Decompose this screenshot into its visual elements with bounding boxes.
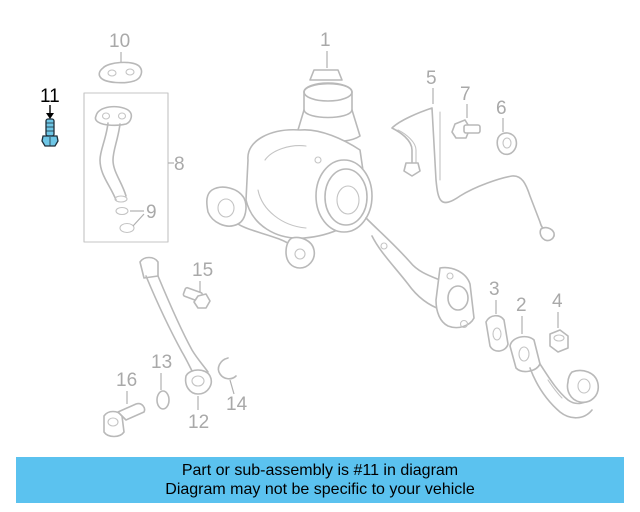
part-10-gasket[interactable] bbox=[98, 61, 143, 84]
leader-14 bbox=[229, 379, 235, 395]
part-2-outlet-elbow[interactable] bbox=[509, 335, 600, 419]
callout-1[interactable]: 1 bbox=[320, 30, 331, 51]
part-16-union-bolt[interactable] bbox=[103, 402, 146, 438]
part-14-snap-ring[interactable] bbox=[217, 357, 237, 380]
part-13-o-ring[interactable] bbox=[156, 390, 170, 410]
callout-12[interactable]: 12 bbox=[188, 412, 209, 433]
part-5-oil-feed-pipe[interactable] bbox=[391, 107, 555, 242]
part-8-oil-line-group[interactable] bbox=[83, 92, 174, 243]
callout-15[interactable]: 15 bbox=[192, 260, 213, 281]
callout-3[interactable]: 3 bbox=[489, 279, 500, 300]
banner-line-part: Part or sub-assembly is #11 in diagram bbox=[181, 462, 459, 479]
part-6-seal-washer[interactable] bbox=[496, 132, 518, 156]
parts-diagram: 10 8 9 11 bbox=[40, 30, 600, 438]
banner-line-disclaimer: Diagram may not be specific to your vehi… bbox=[165, 481, 475, 498]
callout-10[interactable]: 10 bbox=[109, 31, 130, 52]
callout-13[interactable]: 13 bbox=[151, 352, 172, 373]
callout-8[interactable]: 8 bbox=[174, 154, 185, 175]
callout-14[interactable]: 14 bbox=[226, 394, 248, 415]
callout-2[interactable]: 2 bbox=[516, 295, 527, 316]
info-banner: Part or sub-assembly is #11 in diagram D… bbox=[16, 457, 624, 503]
part-7-banjo-bolt[interactable] bbox=[451, 119, 481, 139]
callout-11[interactable]: 11 bbox=[40, 86, 60, 107]
callout-7[interactable]: 7 bbox=[460, 84, 471, 105]
callout-5[interactable]: 5 bbox=[426, 68, 437, 89]
callout-6[interactable]: 6 bbox=[496, 98, 507, 119]
part-3-gasket[interactable] bbox=[485, 314, 509, 352]
part-11-bolt[interactable] bbox=[41, 118, 59, 147]
callout-16[interactable]: 16 bbox=[116, 370, 137, 391]
part-12-oil-return-pipe[interactable] bbox=[139, 256, 213, 395]
part-4-nut[interactable] bbox=[549, 329, 569, 353]
part-1-turbocharger[interactable] bbox=[206, 69, 475, 329]
callout-4[interactable]: 4 bbox=[552, 291, 563, 312]
callout-9[interactable]: 9 bbox=[146, 202, 157, 223]
part-15-bolt[interactable] bbox=[182, 286, 211, 309]
